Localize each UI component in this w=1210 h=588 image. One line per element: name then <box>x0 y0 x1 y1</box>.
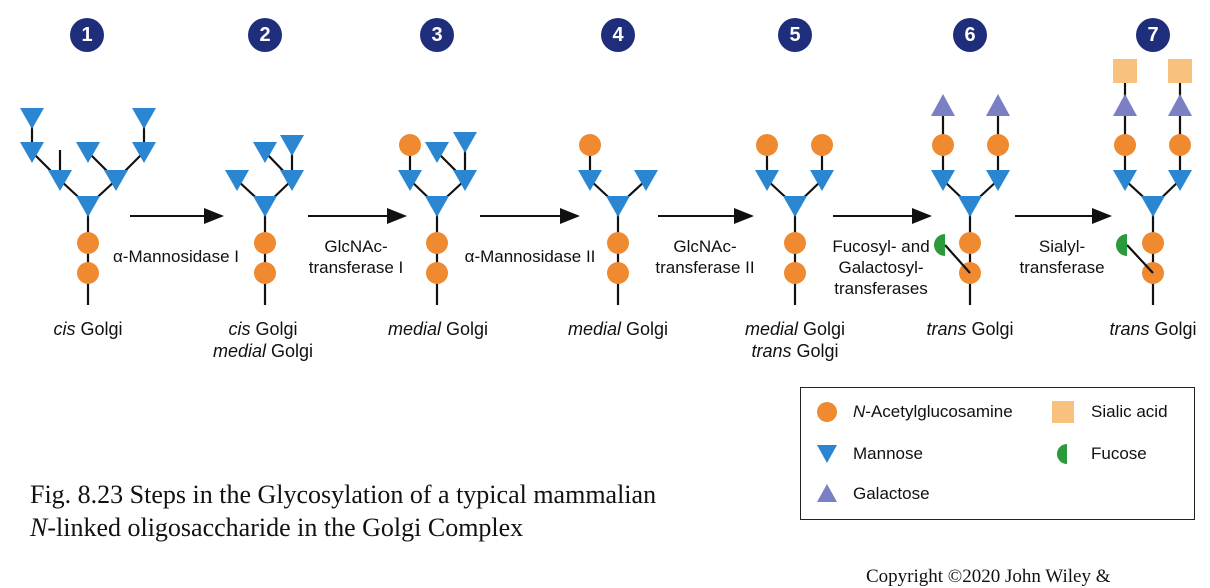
mannose-residue <box>20 108 44 129</box>
glcnac-residue <box>77 232 99 254</box>
mannose-residue <box>783 196 807 217</box>
step-number-badge: 1 <box>70 18 104 52</box>
golgi-location-label: medial Golgi <box>567 319 669 339</box>
glcnac-residue <box>607 232 629 254</box>
glcnac-residue <box>426 262 448 284</box>
step-number-badge: 5 <box>778 18 812 52</box>
glcnac-residue <box>784 232 806 254</box>
mannose-residue <box>48 170 72 191</box>
galactose-residue <box>1113 94 1137 116</box>
mannose-residue <box>280 135 304 156</box>
legend: N-Acetylglucosamine Mannose Galactose Si… <box>800 387 1195 520</box>
mannose-residue <box>453 132 477 153</box>
mannose-residue <box>280 170 304 191</box>
golgi-location-label: trans Golgi <box>1109 319 1197 339</box>
glcnac-residue <box>756 134 778 156</box>
bond-line <box>944 244 971 274</box>
mannose-residue <box>931 170 955 191</box>
glcnac-residue <box>254 262 276 284</box>
enzyme-label: GlcNAc-transferase I <box>308 237 404 277</box>
glcnac-residue <box>579 134 601 156</box>
galactose-residue <box>1168 94 1192 116</box>
step-number-badge: 4 <box>601 18 635 52</box>
mannose-residue <box>398 170 422 191</box>
legend-mannose: Mannose <box>853 444 923 463</box>
mannose-residue <box>810 170 834 191</box>
glcnac-residue <box>784 262 806 284</box>
step-number-badge: 6 <box>953 18 987 52</box>
enzyme-label: α-Mannosidase I <box>112 247 240 266</box>
legend-sialic-acid: Sialic acid <box>1091 402 1168 421</box>
legend-fucose: Fucose <box>1091 444 1147 463</box>
mannose-residue <box>958 196 982 217</box>
enzyme-label: GlcNAc-transferase II <box>655 237 755 277</box>
sialic-acid-residue <box>1113 59 1137 83</box>
mannose-icon <box>817 445 837 463</box>
glcnac-residue <box>1169 134 1191 156</box>
galactose-icon <box>817 484 837 502</box>
glcnac-residue <box>399 134 421 156</box>
mannose-residue <box>76 196 100 217</box>
glcnac-residue <box>1142 232 1164 254</box>
step-number-badge: 2 <box>248 18 282 52</box>
golgi-location-label: trans Golgi <box>926 319 1014 339</box>
mannose-residue <box>132 108 156 129</box>
mannose-residue <box>425 196 449 217</box>
mannose-residue <box>253 142 277 163</box>
enzyme-label: Sialyl-transferase <box>1019 237 1105 277</box>
mannose-residue <box>578 170 602 191</box>
mannose-residue <box>104 170 128 191</box>
copyright-notice: Copyright ©2020 John Wiley & <box>866 566 1111 587</box>
mannose-residue <box>1168 170 1192 191</box>
figure-caption: Fig. 8.23 Steps in the Glycosylation of … <box>30 480 657 542</box>
glcnac-residue <box>607 262 629 284</box>
mannose-residue <box>76 142 100 163</box>
golgi-location-label: medial Golgi <box>387 319 489 339</box>
enzyme-label: α-Mannosidase II <box>464 247 596 266</box>
mannose-residue <box>425 142 449 163</box>
sialic-acid-residue <box>1168 59 1192 83</box>
galactose-residue <box>931 94 955 116</box>
bond-line <box>1126 244 1154 274</box>
glcnac-icon <box>817 402 837 422</box>
mannose-residue <box>132 142 156 163</box>
sialic-acid-icon <box>1052 401 1074 423</box>
glcnac-residue <box>987 134 1009 156</box>
mannose-residue <box>1113 170 1137 191</box>
glcnac-residue <box>77 262 99 284</box>
step-number-badge: 3 <box>420 18 454 52</box>
legend-galactose: Galactose <box>853 484 930 503</box>
mannose-residue <box>606 196 630 217</box>
mannose-residue <box>453 170 477 191</box>
glcnac-residue <box>811 134 833 156</box>
glcnac-residue <box>932 134 954 156</box>
legend-glcnac: N-Acetylglucosamine <box>853 402 1013 421</box>
mannose-residue <box>253 196 277 217</box>
fucose-residue <box>934 234 945 256</box>
glcnac-residue <box>426 232 448 254</box>
fucose-icon <box>1057 444 1067 464</box>
glcnac-residue <box>254 232 276 254</box>
fucose-residue <box>1116 234 1127 256</box>
mannose-residue <box>634 170 658 191</box>
glcnac-residue <box>1114 134 1136 156</box>
mannose-residue <box>20 142 44 163</box>
mannose-residue <box>986 170 1010 191</box>
mannose-residue <box>1141 196 1165 217</box>
mannose-residue <box>755 170 779 191</box>
mannose-residue <box>225 170 249 191</box>
step-number-badge: 7 <box>1136 18 1170 52</box>
glcnac-residue <box>959 232 981 254</box>
galactose-residue <box>986 94 1010 116</box>
golgi-location-label: cis Golgi <box>53 319 123 339</box>
